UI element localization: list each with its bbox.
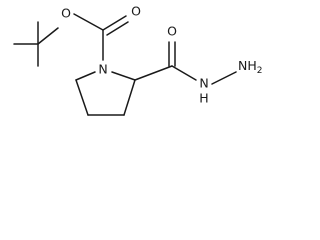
ester-oxygen-label: O — [61, 6, 71, 21]
hydrazide-carbonyl-oxygen-label: O — [167, 24, 177, 39]
boc-carbonyl-oxygen-label: O — [131, 4, 141, 19]
bond-ring-c2-to-c3 — [123, 79, 136, 116]
hydrazide-nh-nitrogen-label: N — [199, 76, 208, 91]
ring-nitrogen-label: N — [98, 62, 107, 77]
hydrazide-nh-hydrogen-label: H — [199, 91, 208, 106]
bond-boc-carbonyl-double-2 — [106, 21, 129, 36]
bond-ester-oxygen-to-carbonyl — [73, 13, 104, 31]
bond-c2-to-hydrazide-carbonyl — [134, 65, 173, 81]
terminal-nh2-subscript: 2 — [257, 66, 263, 76]
bond-nh-to-nh2 — [211, 71, 237, 85]
bond-ring-n-to-c2 — [111, 71, 136, 81]
terminal-nh2-label: NH2 — [238, 58, 262, 76]
molecule-structure-diagram: O O N O N H NH2 — [13, 4, 262, 116]
bond-carbonyl-to-nh — [171, 65, 197, 81]
terminal-nh-text: NH — [238, 58, 257, 73]
bond-ring-c5-to-n — [75, 71, 96, 81]
bond-tbu-to-ester-oxygen — [37, 27, 59, 45]
bond-ring-c4-to-c5 — [75, 79, 89, 116]
bond-boc-carbonyl-double-1 — [102, 15, 127, 31]
